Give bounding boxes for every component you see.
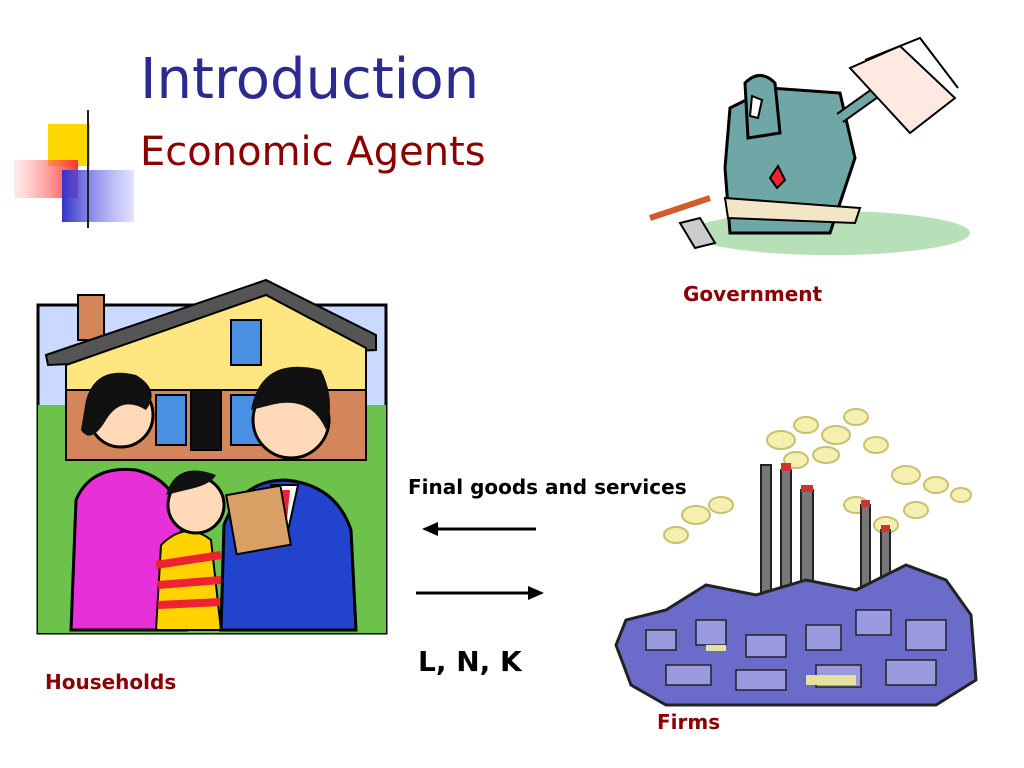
arrow-left-icon [422,522,536,536]
factory-illustration-icon [614,408,978,707]
slide-subtitle: Economic Agents [140,129,486,175]
households-label: Households [45,670,177,694]
goods-flow-label: Final goods and services [408,475,687,499]
government-label: Government [683,282,823,306]
firms-label: Firms [657,710,721,734]
government-official-illustration-icon [649,36,970,255]
factors-flow-label: L, N, K [418,645,522,678]
corner-square-decoration-icon [14,110,690,228]
arrow-right-icon [416,586,544,600]
slide-title: Introduction [140,47,480,112]
household-family-illustration-icon [36,278,388,635]
